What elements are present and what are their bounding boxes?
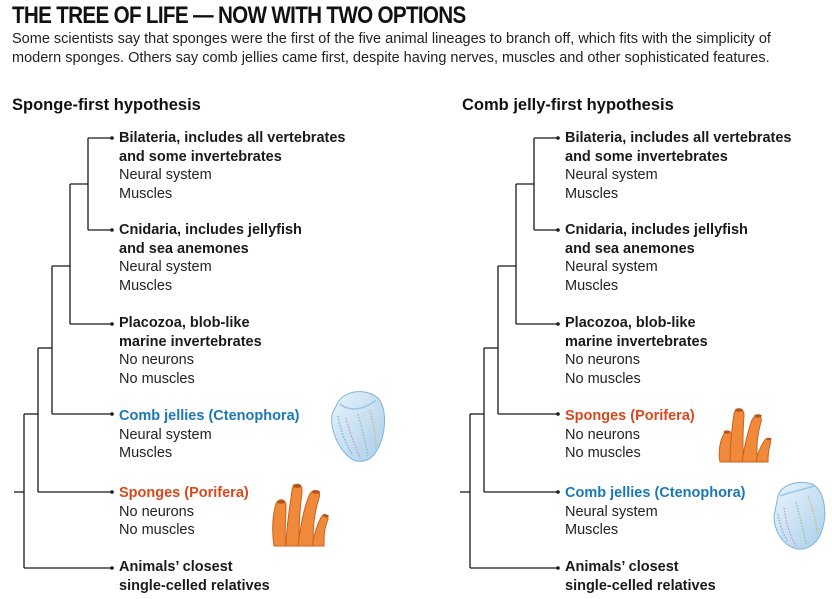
- leaf-name: Placozoa, blob-like: [119, 315, 250, 331]
- leaf-name-line2: marine invertebrates: [119, 333, 262, 350]
- leaf-trait-muscles: No muscles: [565, 445, 641, 462]
- leaf-trait-neural: Neural system: [565, 259, 658, 276]
- right-leaf-ctenophora: Comb jellies (Ctenophora) Neural system …: [565, 484, 745, 540]
- left-leaf-relatives: Animals’ closest single-celled relatives: [119, 558, 270, 595]
- leaf-trait-neural: Neural system: [119, 167, 212, 184]
- sponge-icon: [718, 408, 772, 463]
- leaf-name: Bilateria, includes all vertebrates: [565, 130, 792, 146]
- sponge-icon: [272, 483, 329, 547]
- leaf-name: Sponges (Porifera): [565, 408, 695, 424]
- leaf-name: Comb jellies (Ctenophora): [119, 408, 300, 424]
- left-tree-dots: [110, 136, 114, 570]
- leaf-trait-muscles: Muscles: [565, 277, 619, 294]
- right-tree-dots: [556, 136, 560, 570]
- leaf-name: Sponges (Porifera): [119, 485, 249, 501]
- leaf-name: Cnidaria, includes jellyfish: [565, 222, 748, 238]
- leaf-name: Animals’ closest: [119, 559, 233, 575]
- left-leaf-ctenophora: Comb jellies (Ctenophora) Neural system …: [119, 407, 299, 463]
- left-leaf-porifera: Sponges (Porifera) No neurons No muscles: [119, 484, 249, 540]
- leaf-trait-neural: Neural system: [119, 426, 212, 443]
- right-leaf-cnidaria: Cnidaria, includes jellyfish and sea ane…: [565, 221, 748, 295]
- leaf-name: Bilateria, includes all vertebrates: [119, 130, 346, 146]
- leaf-name-line2: and sea anemones: [565, 240, 695, 257]
- leaf-name-line2: and sea anemones: [119, 240, 249, 257]
- leaf-name-line2: single-celled relatives: [565, 577, 716, 594]
- left-leaf-bilateria: Bilateria, includes all vertebrates and …: [119, 129, 345, 203]
- leaf-trait-muscles: Muscles: [565, 185, 619, 202]
- leaf-trait-neural: Neural system: [565, 503, 658, 520]
- comb-jelly-icon: [331, 391, 385, 462]
- leaf-name-line2: marine invertebrates: [565, 333, 708, 350]
- left-tree-branches: [14, 137, 112, 569]
- leaf-trait-neural: Neural system: [565, 167, 658, 184]
- leaf-trait-neural: Neural system: [119, 259, 212, 276]
- leaf-name-line2: and some invertebrates: [565, 148, 728, 165]
- leaf-name: Cnidaria, includes jellyfish: [119, 222, 302, 238]
- right-panel-heading: Comb jelly-first hypothesis: [462, 96, 674, 114]
- leaf-trait-muscles: Muscles: [119, 185, 173, 202]
- leaf-trait-neural: No neurons: [565, 426, 640, 443]
- right-leaf-placozoa: Placozoa, blob-like marine invertebrates…: [565, 314, 708, 388]
- leaf-trait-neural: No neurons: [119, 352, 194, 369]
- leaf-trait-muscles: Muscles: [119, 277, 173, 294]
- right-leaf-porifera: Sponges (Porifera) No neurons No muscles: [565, 407, 695, 463]
- left-leaf-cnidaria: Cnidaria, includes jellyfish and sea ane…: [119, 221, 302, 295]
- leaf-trait-muscles: Muscles: [565, 522, 619, 539]
- right-leaf-bilateria: Bilateria, includes all vertebrates and …: [565, 129, 791, 203]
- right-tree-branches: [460, 137, 558, 569]
- left-leaf-placozoa: Placozoa, blob-like marine invertebrates…: [119, 314, 262, 388]
- leaf-trait-muscles: Muscles: [119, 445, 173, 462]
- leaf-trait-muscles: No muscles: [565, 370, 641, 387]
- right-leaf-relatives: Animals’ closest single-celled relatives: [565, 558, 716, 595]
- leaf-trait-neural: No neurons: [565, 352, 640, 369]
- intro-text: Some scientists say that sponges were th…: [12, 31, 771, 66]
- leaf-name: Placozoa, blob-like: [565, 315, 696, 331]
- figure-title: THE TREE OF LIFE — NOW WITH TWO OPTIONS: [12, 2, 466, 29]
- comb-jelly-icon: [773, 482, 826, 550]
- leaf-name: Animals’ closest: [565, 559, 679, 575]
- leaf-trait-muscles: No muscles: [119, 522, 195, 539]
- left-panel-heading: Sponge-first hypothesis: [12, 96, 201, 114]
- leaf-trait-muscles: No muscles: [119, 370, 195, 387]
- leaf-name-line2: and some invertebrates: [119, 148, 282, 165]
- leaf-name: Comb jellies (Ctenophora): [565, 485, 746, 501]
- leaf-name-line2: single-celled relatives: [119, 577, 270, 594]
- leaf-trait-neural: No neurons: [119, 503, 194, 520]
